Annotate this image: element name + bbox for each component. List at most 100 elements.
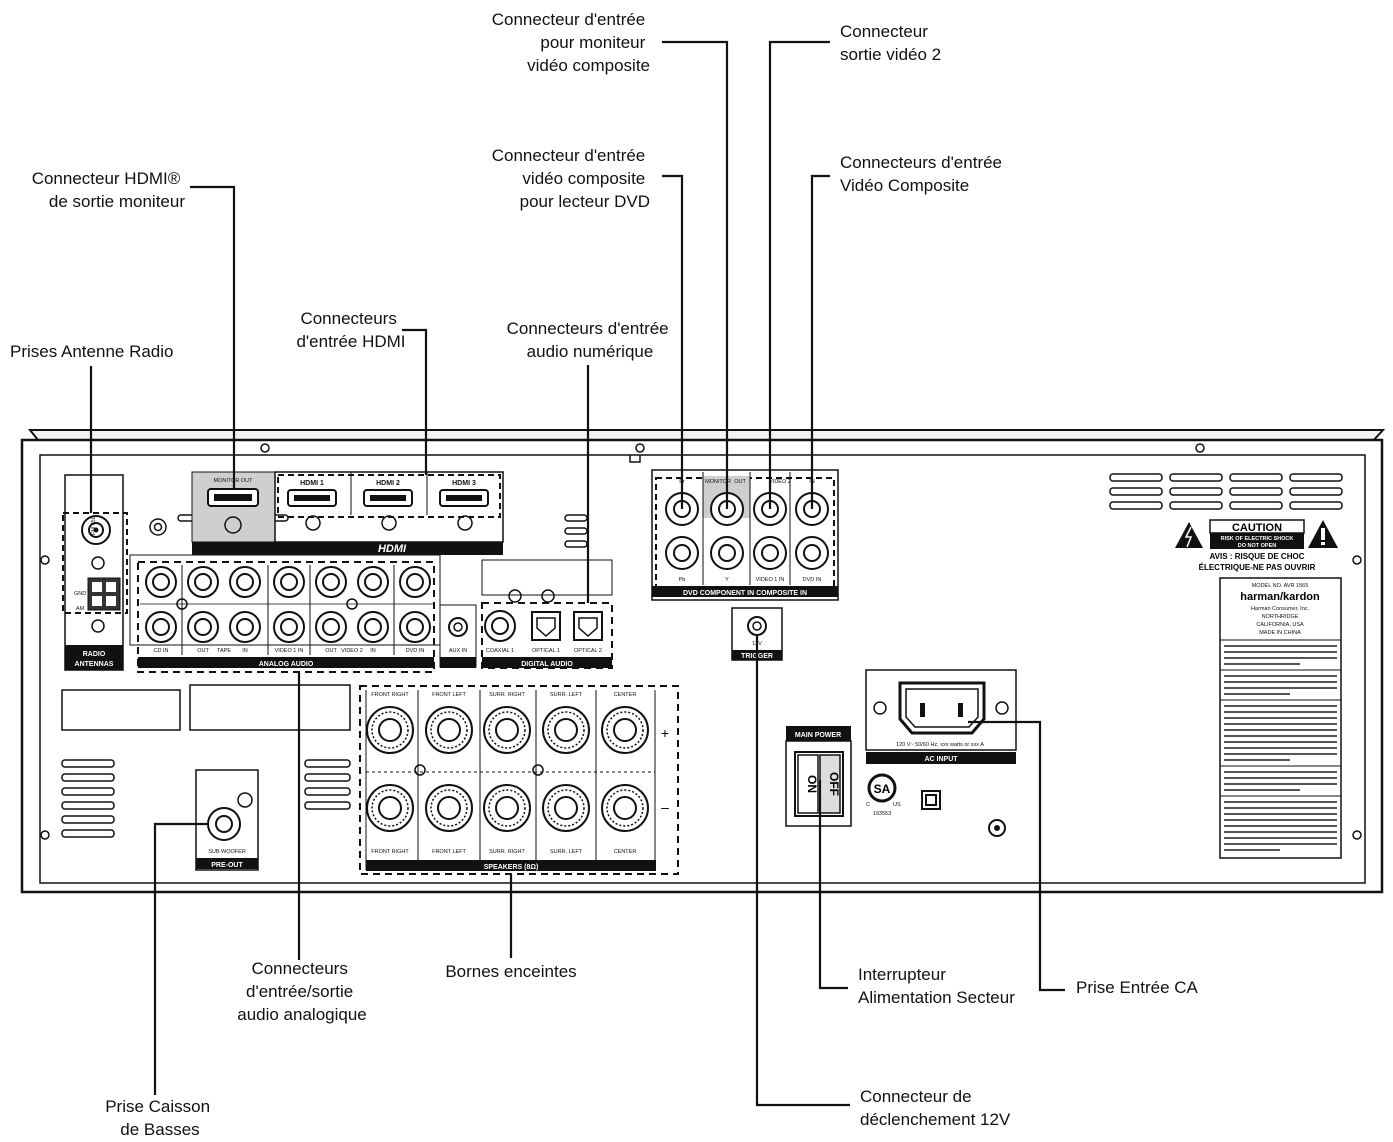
analog-label-in: IN xyxy=(242,648,248,654)
caution-title: CAUTION xyxy=(1232,522,1282,534)
speaker-top-front-left: FRONT LEFT xyxy=(432,692,466,698)
callout-monitor-composite: Connecteur d'entrée pour moniteur vidéo … xyxy=(492,10,650,75)
address-line-1: Harman Consumer, Inc. xyxy=(1251,606,1310,612)
main-power-block: MAIN POWER ON OFF xyxy=(785,726,852,827)
callout-digital-audio: Connecteurs d'entrée audio numérique xyxy=(507,319,674,361)
ac-input-block: 120 V~ 50/60 Hz, xxx watts or xxx A AC I… xyxy=(865,669,1017,764)
optical-2-label: OPTICAL 2 xyxy=(574,648,602,654)
video-jack-row-bottom[interactable] xyxy=(665,536,829,570)
video-label-video1-in: VIDEO 1 IN xyxy=(756,577,785,583)
radio-antennas-label-2: ANTENNAS xyxy=(75,661,114,668)
ac-inlet[interactable] xyxy=(898,681,986,735)
video-bar: DVD COMPONENT IN COMPOSITE IN xyxy=(683,590,807,597)
hdmi-logo: HDMI xyxy=(378,543,407,555)
speaker-binding-posts-positive[interactable] xyxy=(366,706,649,754)
speaker-top-surr-right: SURR. RIGHT xyxy=(489,692,525,698)
speaker-top-front-right: FRONT RIGHT xyxy=(371,692,409,698)
speaker-bottom-surr-right: SURR. RIGHT xyxy=(489,849,525,855)
analog-label-dvd-in: DVD IN xyxy=(406,648,425,654)
switch-off-label: OFF xyxy=(827,772,841,796)
video-label-video2: VIDEO 2 xyxy=(769,479,791,485)
switch-on-label: ON xyxy=(805,775,819,793)
gnd-label: GND xyxy=(74,591,86,597)
preout-bar: PRE-OUT xyxy=(211,862,243,869)
model-number: MODEL NO. AVR 1565 xyxy=(1252,583,1309,589)
callout-trigger: Connecteur de déclenchement 12V xyxy=(860,1087,1011,1129)
analog-label-video1-in: VIDEO 1 IN xyxy=(275,648,304,654)
digital-audio-block: COAXIAL 1 OPTICAL 1 OPTICAL 2 DIGITAL AU… xyxy=(481,559,613,669)
csa-mark: SA xyxy=(874,782,891,796)
video-label-dvd-in: DVD IN xyxy=(803,577,822,583)
callout-video-out-2: Connecteur sortie vidéo 2 xyxy=(840,22,941,64)
radio-antennas-label-1: RADIO xyxy=(83,651,106,658)
leader-lines xyxy=(89,40,1065,1107)
analog-label-tape: TAPE xyxy=(217,648,231,654)
coaxial-1-jack[interactable] xyxy=(484,610,516,642)
radio-antenna-block: FM 75Ω AM GND RADIO ANTENNAS xyxy=(62,474,128,671)
address-line-3: CALIFORNIA, USA xyxy=(1256,622,1304,628)
subwoofer-label: SUB WOOFER xyxy=(208,849,246,855)
speaker-block: FRONT RIGHT FRONT LEFT SURR. RIGHT SURR.… xyxy=(359,685,679,875)
video-label-y: Y xyxy=(725,577,729,583)
speaker-minus: – xyxy=(661,799,669,815)
optical-1-label: OPTICAL 1 xyxy=(532,648,560,654)
subwoofer-preout-jack[interactable] xyxy=(207,807,241,841)
speaker-plus: + xyxy=(661,725,669,741)
analog-label-out-2: OUT xyxy=(325,648,337,654)
caution-sub-1: RISK OF ELECTRIC SHOCK xyxy=(1221,536,1294,542)
speaker-bottom-center: CENTER xyxy=(614,849,637,855)
analog-jack-row-bottom[interactable] xyxy=(145,611,431,643)
hdmi-1-tab: HDMI 1 xyxy=(300,480,324,487)
csa-us: US xyxy=(893,802,901,808)
certification-marks: SA C US 193553 xyxy=(866,773,1006,837)
avis-line-1: AVIS : RISQUE DE CHOC xyxy=(1210,552,1305,561)
video-label-out: OUT xyxy=(734,479,746,485)
callout-hdmi-out: Connecteur HDMI® de sortie moniteur xyxy=(32,169,186,211)
speaker-bottom-surr-left: SURR. LEFT xyxy=(550,849,583,855)
callout-hdmi-in: Connecteurs d'entrée HDMI xyxy=(296,309,405,351)
analog-label-video2: VIDEO 2 xyxy=(341,648,363,654)
aux-in-jack[interactable] xyxy=(448,617,468,637)
analog-audio-bar: ANALOG AUDIO xyxy=(259,661,314,668)
hdmi-2-tab: HDMI 2 xyxy=(376,480,400,487)
fine-print-lines xyxy=(1224,645,1337,851)
callout-antenna: Prises Antenne Radio xyxy=(10,342,174,361)
hdmi-3-tab: HDMI 3 xyxy=(452,480,476,487)
caution-and-rating-label: CAUTION RISK OF ELECTRIC SHOCK DO NOT OP… xyxy=(1175,519,1342,859)
double-insulation-icon xyxy=(921,790,941,810)
address-line-4: MADE IN CHINA xyxy=(1259,630,1301,636)
address-line-2: NORTHRIDGE xyxy=(1262,614,1299,620)
speaker-binding-posts-negative[interactable] xyxy=(366,784,649,832)
coaxial-1-label: COAXIAL 1 xyxy=(486,648,514,654)
callout-subwoofer: Prise Caisson de Basses xyxy=(105,1097,215,1139)
aux-in-label: AUX IN xyxy=(449,648,467,654)
csa-logo-icon xyxy=(867,773,897,803)
analog-jack-row-top[interactable] xyxy=(145,566,431,598)
main-power-label: MAIN POWER xyxy=(795,732,841,739)
ac-input-bar: AC INPUT xyxy=(924,756,958,763)
analog-label-in-2: IN xyxy=(370,648,376,654)
vent-slots xyxy=(61,473,1343,838)
speaker-top-surr-left: SURR. LEFT xyxy=(550,692,583,698)
csa-number: 193553 xyxy=(873,811,891,817)
video-label-pb: Pb xyxy=(679,577,686,583)
callout-analog-audio: Connecteurs d'entrée/sortie audio analog… xyxy=(237,959,367,1024)
speaker-bottom-front-left: FRONT LEFT xyxy=(432,849,466,855)
csa-c: C xyxy=(866,802,870,808)
callout-labels: Connecteur d'entrée pour moniteur vidéo … xyxy=(10,10,1199,1139)
callout-main-power: Interrupteur Alimentation Secteur xyxy=(858,965,1015,1007)
callout-ac-input: Prise Entrée CA xyxy=(1076,978,1199,997)
callout-speakers: Bornes enceintes xyxy=(445,962,576,981)
electric-shock-warning-icon xyxy=(1175,522,1203,548)
analog-label-out: OUT xyxy=(197,648,209,654)
analog-audio-block: CD IN OUT TAPE IN VIDEO 1 IN OUT VIDEO 2… xyxy=(137,561,477,673)
caution-sub-2: DO NOT OPEN xyxy=(1238,543,1277,549)
am-label: AM xyxy=(76,606,85,612)
analog-label-cd-in: CD IN xyxy=(154,648,169,654)
brand-name: harman/kardon xyxy=(1240,591,1320,603)
speaker-bottom-front-right: FRONT RIGHT xyxy=(371,849,409,855)
fm-label: FM 75Ω xyxy=(91,515,97,535)
callout-composite-in: Connecteurs d'entrée Vidéo Composite xyxy=(840,153,1007,195)
trigger-12v-jack[interactable] xyxy=(747,616,767,636)
